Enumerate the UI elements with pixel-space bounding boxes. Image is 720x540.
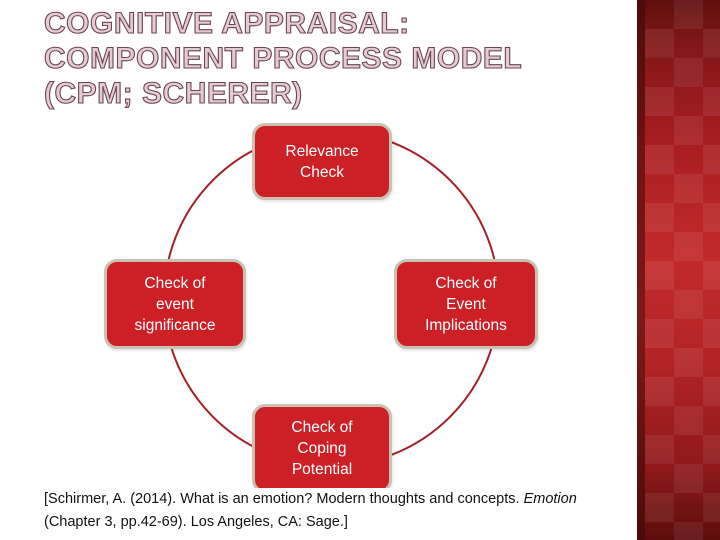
citation-part2: (Chapter 3, pp.42-69). Los Angeles, CA: … — [44, 514, 348, 530]
node-check-of-event-significance[interactable]: Check of event significance — [104, 259, 246, 349]
band-hairline — [633, 0, 637, 540]
node-check-of-coping-potential[interactable]: Check of Coping Potential — [252, 404, 392, 493]
page-title: Cognitive Appraisal: Component Process M… — [43, 6, 523, 110]
citation-journal-title: Emotion — [523, 491, 577, 507]
citation-part1: [Schirmer, A. (2014). What is an emotion… — [44, 491, 524, 507]
citation-textbox: [Schirmer, A. (2014). What is an emotion… — [44, 488, 630, 534]
band-dark-edge — [637, 0, 645, 540]
node-check-of-event-implications[interactable]: Check of Event Implications — [394, 259, 538, 349]
node-relevance-check[interactable]: Relevance Check — [252, 123, 392, 200]
decorative-side-band — [645, 0, 720, 540]
diamond-pattern-overlay — [645, 0, 720, 540]
